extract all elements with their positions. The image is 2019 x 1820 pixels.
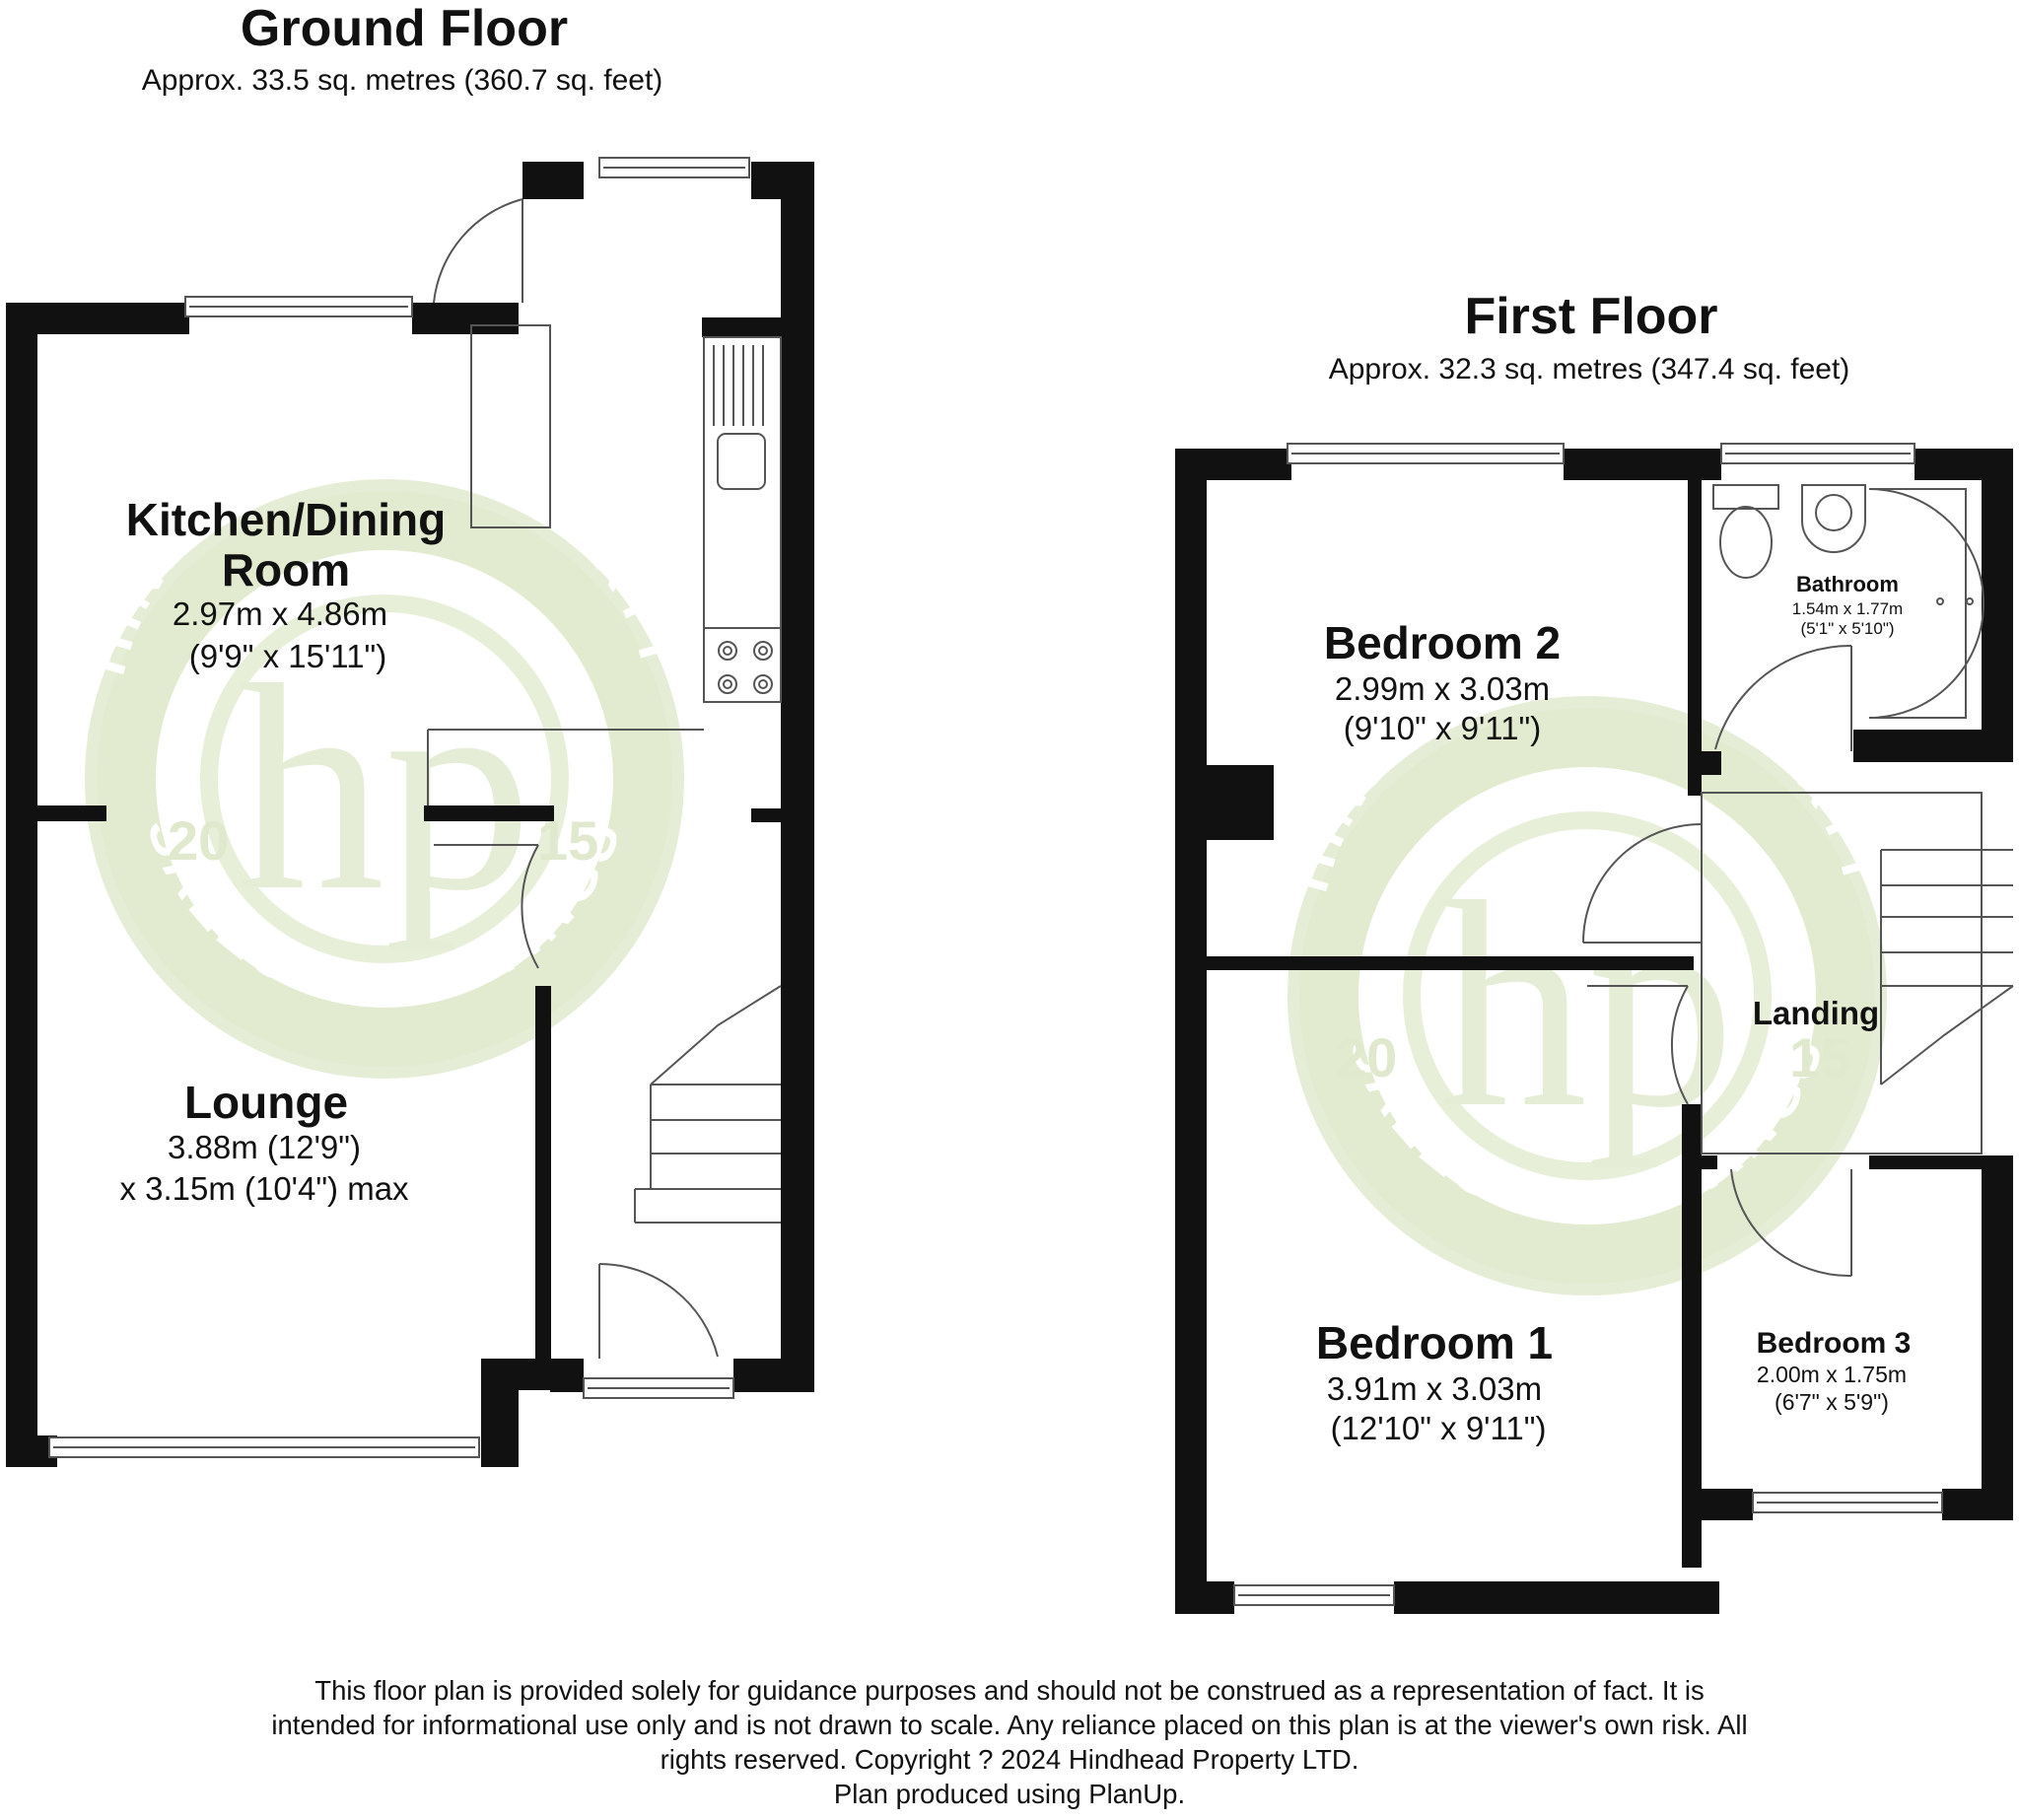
ground-floor-walls <box>6 162 814 1467</box>
bathroom-dims-imperial: (5'1" x 5'10") <box>1800 619 1894 638</box>
bathroom-dims-metric: 1.54m x 1.77m <box>1792 599 1903 618</box>
first-floor-walls <box>1175 449 2013 1614</box>
kitchen-name-line2: Room <box>222 544 350 595</box>
lounge-name: Lounge <box>184 1077 348 1128</box>
disclaimer-line-3: rights reserved. Copyright ? 2024 Hindhe… <box>660 1744 1359 1775</box>
bedroom3-dims-metric: 2.00m x 1.75m <box>1757 1362 1907 1387</box>
first-floor-details <box>1233 443 2014 1606</box>
watermark-monogram: hp <box>237 624 532 952</box>
ground-floor-area: Approx. 33.5 sq. metres (360.7 sq. feet) <box>142 64 663 97</box>
bathroom-name: Bathroom <box>1796 572 1899 596</box>
disclaimer-line-1: This floor plan is provided solely for g… <box>314 1675 1705 1706</box>
ground-floor-title: Ground Floor <box>241 0 568 57</box>
bedroom1-dims-metric: 3.91m x 3.03m <box>1327 1370 1542 1407</box>
watermark-year-right-2: 15 <box>1789 1026 1850 1088</box>
bedroom2-dims-imperial: (9'10" x 9'11") <box>1344 710 1542 746</box>
kitchen-dims-metric: 2.97m x 4.86m <box>173 595 387 632</box>
disclaimer-line-4: Plan produced using PlanUp. <box>833 1779 1186 1809</box>
ground-floor-labels: Ground Floor Approx. 33.5 sq. metres (36… <box>119 0 662 1207</box>
disclaimer: This floor plan is provided solely for g… <box>0 1673 2019 1811</box>
lounge-dims-line1: 3.88m (12'9") <box>168 1129 361 1165</box>
kitchen-name-line1: Kitchen/Dining <box>126 494 447 545</box>
bedroom2-dims-metric: 2.99m x 3.03m <box>1335 670 1550 707</box>
lounge-dims-line2: x 3.15m (10'4") max <box>119 1170 409 1207</box>
bedroom1-dims-imperial: (12'10" x 9'11") <box>1331 1410 1547 1446</box>
watermark-year-left: 20 <box>168 809 229 872</box>
watermark-year-left-2: 20 <box>1336 1026 1397 1088</box>
kitchen-dims-imperial: (9'9" x 15'11") <box>189 638 387 674</box>
landing-name: Landing <box>1753 995 1879 1031</box>
ground-floor-details <box>48 157 782 1458</box>
first-floor-title: First Floor <box>1464 288 1717 345</box>
first-floor-labels: First Floor Approx. 32.3 sq. metres (347… <box>1316 288 1911 1446</box>
bedroom3-name: Bedroom 3 <box>1757 1327 1912 1360</box>
bedroom2-name: Bedroom 2 <box>1324 617 1561 668</box>
bedroom1-name: Bedroom 1 <box>1316 1317 1553 1368</box>
bedroom3-dims-imperial: (6'7" x 5'9") <box>1775 1389 1889 1415</box>
disclaimer-line-2: intended for informational use only and … <box>271 1710 1748 1740</box>
first-floor-area: Approx. 32.3 sq. metres (347.4 sq. feet) <box>1329 353 1850 385</box>
